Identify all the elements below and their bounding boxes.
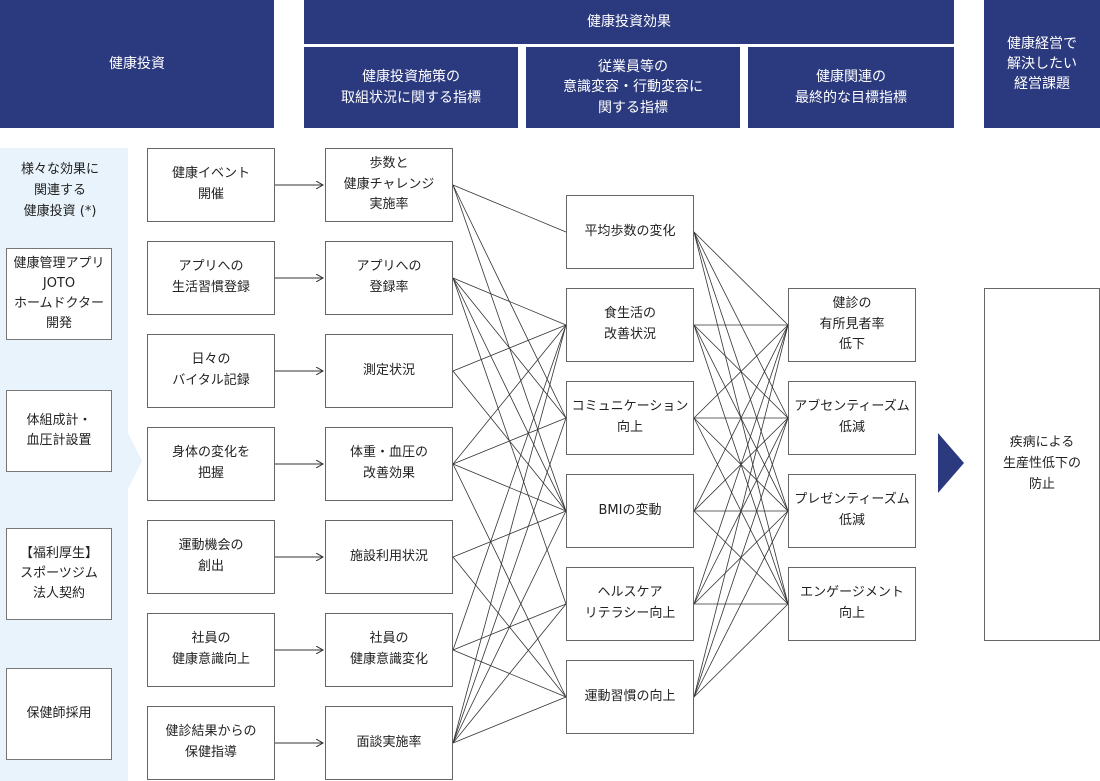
link-col3-col4 <box>693 231 789 326</box>
link-col3-col4 <box>693 324 789 605</box>
header-effects: 健康投資効果 <box>304 0 954 44</box>
goal-presenteeism: プレゼンティーズム 低減 <box>788 474 916 548</box>
header-management: 健康経営で 解決したい 経営課題 <box>984 0 1100 128</box>
link-col2-col3 <box>452 417 567 465</box>
behavior-health-literacy: ヘルスケア リテラシー向上 <box>566 567 694 641</box>
investment-item-app: 健康管理アプリ JOTO ホームドクター 開発 <box>6 248 112 340</box>
investment-item-gym: 【福利厚生】 スポーツジム 法人契約 <box>6 528 112 620</box>
indicator-awareness-change: 社員の 健康意識変化 <box>325 613 453 687</box>
measure-vital-record: 日々の バイタル記録 <box>147 334 275 408</box>
link-col2-col3 <box>452 510 567 744</box>
link-col2-col3 <box>452 324 567 744</box>
link-col3-col4 <box>693 324 789 698</box>
link-col2-col3 <box>452 417 567 744</box>
measure-health-awareness: 社員の 健康意識向上 <box>147 613 275 687</box>
link-col2-col3 <box>452 324 567 465</box>
header-sub-behavior-label: 従業員等の 意識変容・行動変容に 関する指標 <box>563 59 703 116</box>
goal-checkup-findings: 健診の 有所見者率 低下 <box>788 288 916 362</box>
link-col3-col4 <box>693 603 789 698</box>
indicator-weight-bp: 体重・血圧の 改善効果 <box>325 427 453 501</box>
behavior-bmi: BMIの変動 <box>566 474 694 548</box>
management-goal-productivity: 疾病による 生産性低下の 防止 <box>984 288 1100 641</box>
header-sub-measures-label: 健康投資施策の 取組状況に関する指標 <box>341 69 481 106</box>
link-col3-col4 <box>693 417 789 698</box>
indicator-facility-usage: 施設利用状況 <box>325 520 453 594</box>
link-col3-col4 <box>693 324 789 512</box>
goal-engagement: エンゲージメント 向上 <box>788 567 916 641</box>
investment-panel-arrow <box>128 433 142 489</box>
header-management-label: 健康経営で 解決したい 経営課題 <box>1007 35 1077 93</box>
header-sub-goals-label: 健康関連の 最終的な目標指標 <box>795 69 907 106</box>
indicator-measurement-status: 測定状況 <box>325 334 453 408</box>
behavior-diet: 食生活の 改善状況 <box>566 288 694 362</box>
behavior-avg-steps: 平均歩数の変化 <box>566 195 694 269</box>
header-sub-goals: 健康関連の 最終的な目標指標 <box>748 47 954 128</box>
header-sub-measures: 健康投資施策の 取組状況に関する指標 <box>304 47 518 128</box>
link-col2-col3 <box>452 696 567 744</box>
indicator-steps-challenge: 歩数と 健康チャレンジ 実施率 <box>325 148 453 222</box>
indicator-interview-rate: 面談実施率 <box>325 706 453 780</box>
header-effects-label: 健康投資効果 <box>587 13 671 30</box>
measure-health-guidance: 健診結果からの 保健指導 <box>147 706 275 780</box>
link-col2-col3 <box>452 603 567 744</box>
investment-item-scales: 体組成計・ 血圧計設置 <box>6 390 112 472</box>
link-col3-col4 <box>693 324 789 419</box>
investment-panel-title: 様々な効果に 関連する 健康投資 (*) <box>20 162 99 219</box>
link-col2-col3 <box>452 184 567 233</box>
measure-exercise-opportunity: 運動機会の 創出 <box>147 520 275 594</box>
link-col2-col3 <box>452 324 567 372</box>
measure-health-event: 健康イベント 開催 <box>147 148 275 222</box>
behavior-exercise-habit: 運動習慣の向上 <box>566 660 694 734</box>
goal-arrow <box>938 433 964 493</box>
link-col2-col3 <box>452 277 567 326</box>
header-investment: 健康投資 <box>0 0 274 128</box>
goal-absenteeism: アブセンティーズム 低減 <box>788 381 916 455</box>
investment-item-nurse: 保健師採用 <box>6 668 112 760</box>
link-col2-col3 <box>452 324 567 651</box>
header-investment-label: 健康投資 <box>109 55 165 72</box>
measure-app-lifestyle: アプリへの 生活習慣登録 <box>147 241 275 315</box>
link-col3-col4 <box>693 510 789 698</box>
behavior-communication: コミュニケーション 向上 <box>566 381 694 455</box>
measure-body-change: 身体の変化を 把握 <box>147 427 275 501</box>
header-sub-behavior: 従業員等の 意識変容・行動変容に 関する指標 <box>526 47 740 128</box>
indicator-app-registration: アプリへの 登録率 <box>325 241 453 315</box>
